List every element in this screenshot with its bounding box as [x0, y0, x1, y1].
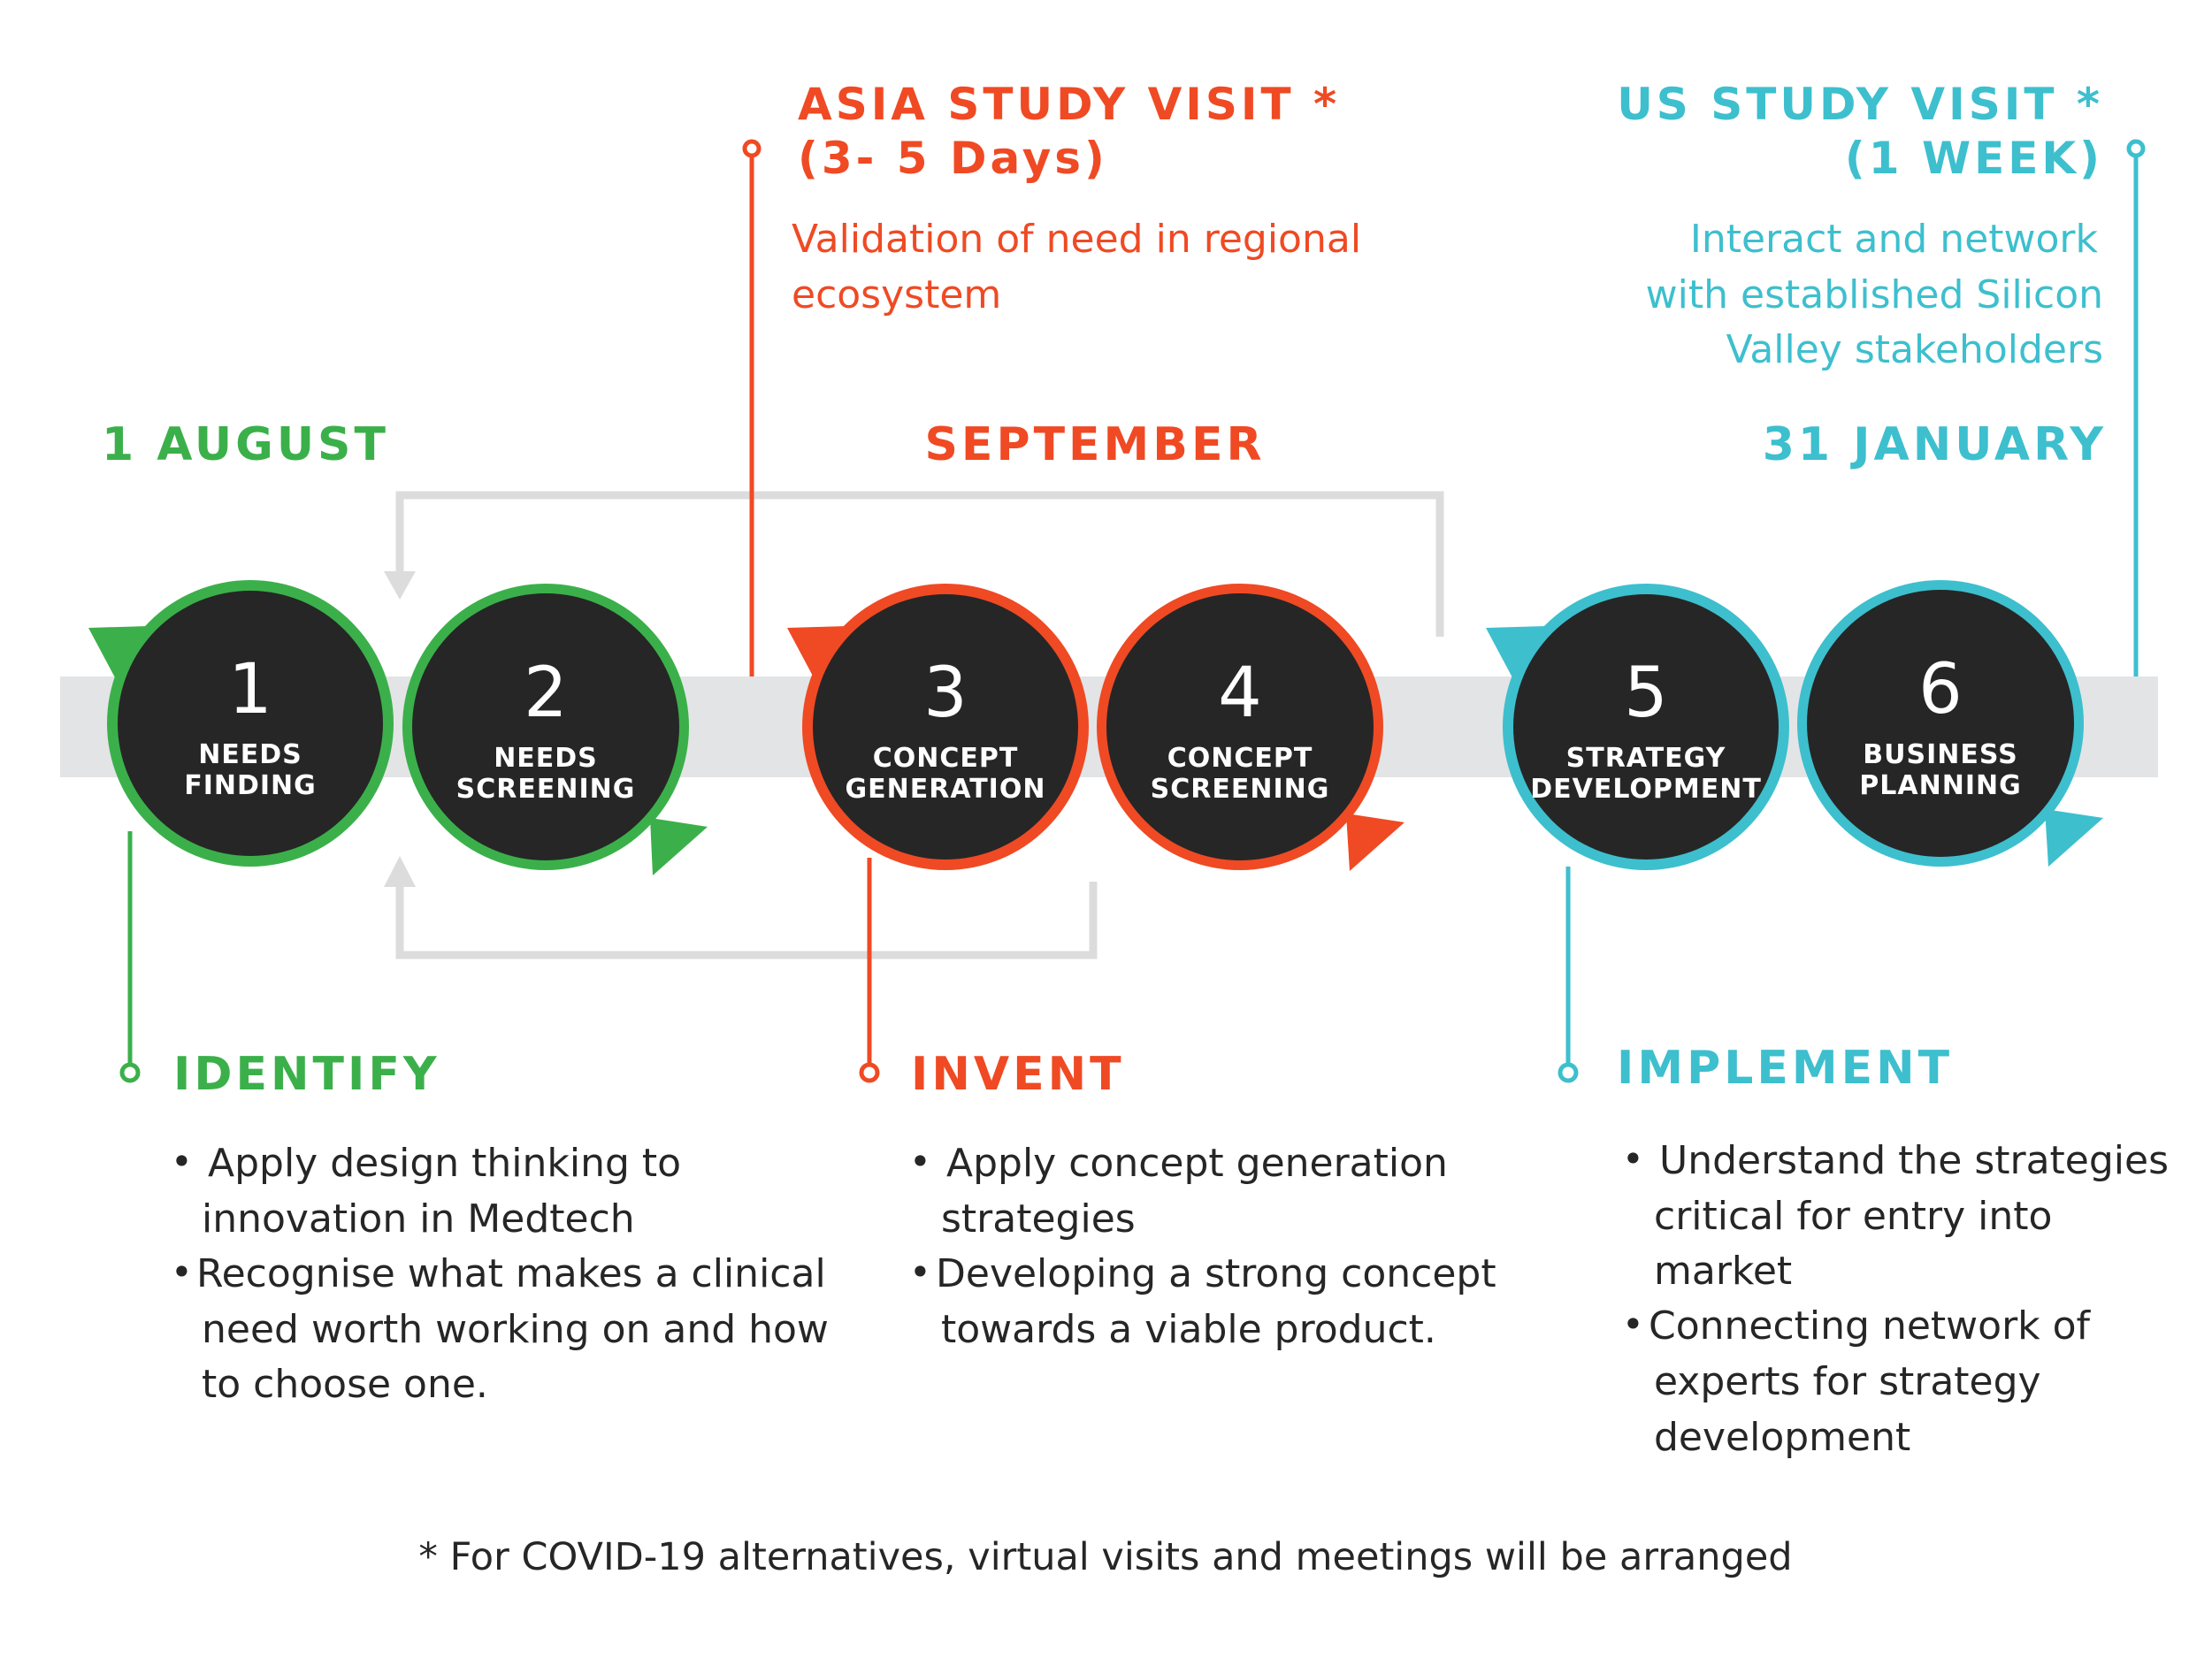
- invent-connector: [859, 858, 880, 1083]
- asia-visit-title-2: (3- 5 Days): [798, 133, 1108, 184]
- us-visit-title-2: (1 WEEK): [1845, 133, 2103, 184]
- implement-b2-line2: experts for strategy: [1654, 1359, 2041, 1404]
- asia-visit-title-1: ASIA STUDY VISIT *: [798, 79, 1340, 130]
- step-4-disc: [1106, 593, 1374, 860]
- step-2-cycle-arrow: [650, 818, 708, 875]
- feedback-loops: [395, 491, 1444, 959]
- step-6-label-line1: BUSINESS: [1863, 739, 2017, 770]
- step-3-cycle-arrow: [787, 626, 847, 681]
- step-3-label-line1: CONCEPT: [873, 743, 1019, 774]
- invent-bullet-2: •: [909, 1250, 931, 1294]
- step-5-cycle-arrow: [1486, 626, 1546, 681]
- implement-bullet-2: •: [1622, 1303, 1644, 1346]
- identify-b2-line2: need worth working on and how: [202, 1307, 829, 1352]
- step-1-number: 1: [228, 650, 272, 730]
- step-1-label-line2: FINDING: [184, 770, 317, 801]
- step-2-label-line1: NEEDS: [494, 743, 598, 774]
- identify-title: IDENTIFY: [173, 1048, 440, 1101]
- us-visit-desc-3: Valley stakeholders: [1726, 327, 2103, 372]
- identify-bullet-2: •: [171, 1250, 193, 1294]
- us-connector: [2126, 139, 2146, 676]
- step-5-disc: [1513, 594, 1779, 860]
- date-end: 31 JANUARY: [1763, 418, 2107, 471]
- step-6-label-line2: PLANNING: [1859, 770, 2021, 801]
- implement-title: IMPLEMENT: [1617, 1042, 1953, 1095]
- step-4-label-line1: CONCEPT: [1167, 743, 1313, 774]
- identify-b1-line1: Apply design thinking to: [208, 1141, 681, 1186]
- us-visit-title-1: US STUDY VISIT *: [1617, 79, 2103, 130]
- footnote: * For COVID-19 alternatives, virtual vis…: [418, 1535, 1792, 1579]
- step-2-disc: [412, 593, 679, 860]
- invent-title: INVENT: [911, 1048, 1125, 1101]
- step-1-cycle-arrow: [88, 626, 149, 681]
- asia-connector: [742, 139, 762, 676]
- step-3-number: 3: [923, 653, 968, 733]
- invent-b2-line2: towards a viable product.: [941, 1307, 1436, 1352]
- step-5-number: 5: [1624, 653, 1668, 733]
- implement-b2-line3: development: [1654, 1415, 1910, 1460]
- invent-b2-line1: Developing a strong concept: [936, 1251, 1496, 1296]
- step-6-disc: [1807, 590, 2074, 857]
- loop-bottom-line: [395, 875, 1098, 959]
- step-5-label-line1: STRATEGY: [1566, 743, 1726, 774]
- implement-bullet-1: •: [1622, 1137, 1644, 1181]
- asia-visit-desc-1: Validation of need in regional: [792, 217, 1361, 262]
- asia-visit-desc-2: ecosystem: [792, 272, 1001, 317]
- invent-b1-line2: strategies: [941, 1196, 1136, 1242]
- step-1-label-line1: NEEDS: [198, 739, 302, 770]
- us-visit-desc-2: with established Silicon: [1646, 272, 2103, 317]
- us-visit-desc-1: Interact and network: [1690, 217, 2099, 262]
- identify-b2-line3: to choose one.: [202, 1362, 488, 1407]
- implement-connector: [1558, 867, 1579, 1083]
- step-6-number: 6: [1918, 650, 1963, 730]
- identify-b1-line2: innovation in Medtech: [202, 1196, 635, 1242]
- invent-b1-line1: Apply concept generation: [946, 1141, 1448, 1186]
- step-4-label-line2: SCREENING: [1151, 774, 1330, 805]
- step-3-label-line2: GENERATION: [846, 774, 1046, 805]
- identify-connector: [119, 831, 141, 1083]
- loop-bottom-arrowhead: [384, 856, 416, 887]
- date-mid: SEPTEMBER: [924, 418, 1265, 471]
- step-4-cycle-arrow: [1346, 814, 1405, 871]
- identify-b2-line1: Recognise what makes a clinical: [196, 1251, 826, 1296]
- step-5-label-line2: DEVELOPMENT: [1530, 774, 1762, 805]
- invent-bullet-1: •: [909, 1140, 931, 1183]
- implement-b2-line1: Connecting network of: [1649, 1303, 2092, 1349]
- identify-bullet-1: •: [171, 1140, 193, 1183]
- implement-b1-line1: Understand the strategies: [1659, 1138, 2169, 1183]
- step-4-number: 4: [1218, 653, 1262, 733]
- implement-b1-line2: critical for entry into: [1654, 1194, 2052, 1239]
- step-2-label-line2: SCREENING: [456, 774, 636, 805]
- step-2-number: 2: [524, 653, 568, 733]
- step-6-cycle-arrow: [2045, 809, 2103, 867]
- implement-b1-line3: market: [1654, 1249, 1792, 1294]
- date-start: 1 AUGUST: [102, 418, 389, 471]
- loop-top-line: [395, 491, 1444, 637]
- step-3-disc: [813, 594, 1078, 860]
- step-1-disc: [118, 591, 383, 856]
- step-circles: 1NEEDSFINDING2NEEDSSCREENING3CONCEPTGENE…: [88, 580, 2103, 875]
- loop-top-arrowhead: [384, 571, 416, 600]
